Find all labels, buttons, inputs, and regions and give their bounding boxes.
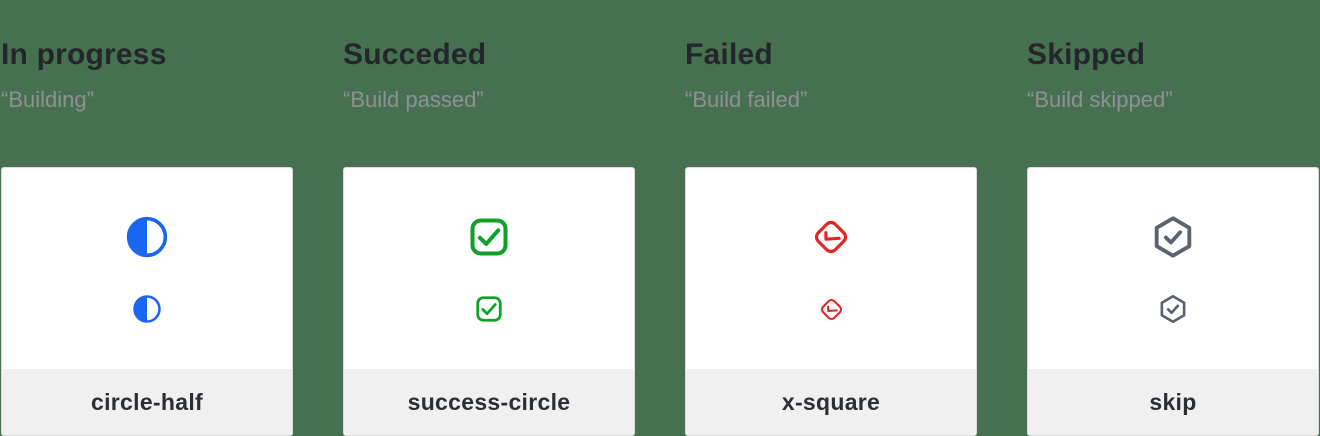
icon-slot-small: [820, 294, 842, 324]
icon-card: circle-half: [1, 167, 293, 436]
icon-card: skip: [1027, 167, 1319, 436]
status-column-skipped: Skipped “Build skipped”: [1027, 0, 1319, 436]
icon-slot-small: [132, 294, 162, 324]
status-title: Skipped: [1027, 38, 1146, 71]
icon-name-bar: skip: [1028, 369, 1318, 435]
check-square-icon: [474, 294, 504, 324]
icon-name-label: skip: [1149, 388, 1197, 415]
hexagon-check-icon: [1158, 294, 1188, 324]
circle-half-icon: [132, 294, 162, 324]
icon-name-bar: x-square: [686, 369, 976, 435]
status-column-failed: Failed “Build failed”: [685, 0, 977, 436]
icon-preview-area: [344, 168, 634, 369]
status-column-succeded: Succeded “Build passed”: [343, 0, 635, 436]
icon-preview-area: [2, 168, 292, 369]
check-square-icon: [467, 215, 511, 259]
icon-slot-large: [814, 215, 848, 259]
icon-preview-area: [1028, 168, 1318, 369]
icon-preview-area: [686, 168, 976, 369]
icon-slot-large: [1151, 215, 1195, 259]
icon-slot-small: [1158, 294, 1188, 324]
icon-card: success-circle: [343, 167, 635, 436]
status-quote: “Build skipped”: [1027, 87, 1173, 112]
icon-name-bar: success-circle: [344, 369, 634, 435]
hexagon-check-icon: [1151, 215, 1195, 259]
status-quote: “Building”: [1, 87, 94, 112]
icon-name-label: circle-half: [91, 388, 203, 415]
status-title: Succeded: [343, 38, 487, 71]
x-square-icon: [820, 298, 842, 320]
icon-name-label: success-circle: [407, 388, 571, 415]
status-title: Failed: [685, 38, 773, 71]
icon-slot-large: [467, 215, 511, 259]
status-quote: “Build passed”: [343, 87, 484, 112]
icon-card: x-square: [685, 167, 977, 436]
icon-slot-large: [125, 215, 169, 259]
status-column-in-progress: In progress “Building”: [1, 0, 293, 436]
status-quote: “Build failed”: [685, 87, 808, 112]
icon-name-bar: circle-half: [2, 369, 292, 435]
icon-name-label: x-square: [781, 388, 881, 415]
circle-half-icon: [125, 215, 169, 259]
status-title: In progress: [1, 38, 167, 71]
icon-slot-small: [474, 294, 504, 324]
x-square-icon: [814, 220, 848, 254]
